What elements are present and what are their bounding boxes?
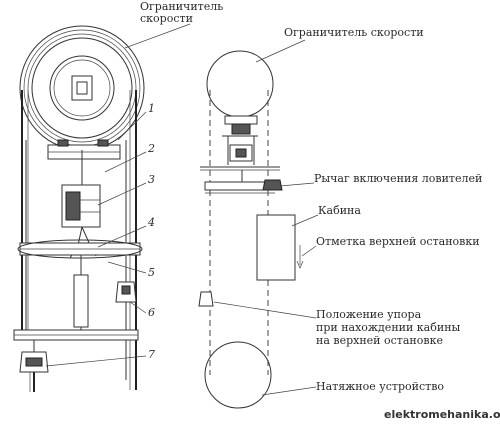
governor-pulley — [206, 50, 274, 118]
stop-position-label: Положение упора при нахождении кабины на… — [316, 308, 461, 347]
callout-number-5: 5 — [148, 266, 155, 279]
governor-sheave — [19, 25, 145, 151]
cabin-outline — [256, 214, 296, 281]
lever-label: Рычаг включения ловителей — [314, 172, 482, 185]
stop-position-label-line2: при нахождении кабины — [316, 321, 461, 334]
rope-rod — [73, 255, 89, 340]
left-assembly-drawing: Ограничитель скорости 1 2 3 4 5 6 7 — [13, 0, 223, 392]
cabin-label: Кабина — [318, 204, 361, 217]
callout-number-3: 3 — [148, 173, 155, 186]
governor-bracket — [200, 115, 280, 171]
safety-lever-assembly — [204, 170, 283, 194]
base-plate — [13, 329, 139, 341]
stop-weight — [115, 281, 137, 303]
governor-label: Ограничитель скорости — [284, 26, 424, 39]
callout-number-7: 7 — [148, 348, 155, 361]
callout-number-6: 6 — [148, 306, 155, 319]
stop-position-label-line3: на верхней остановке — [316, 334, 443, 347]
stop-block — [198, 291, 214, 307]
watermark: elektromehanika.org — [384, 408, 500, 421]
governor-title-line2: скорости — [140, 12, 193, 25]
callout-number-4: 4 — [147, 216, 155, 229]
governor-title-line1: Ограничитель — [140, 0, 223, 13]
stop-position-label-line1: Положение упора — [316, 308, 422, 321]
tension-pulley — [204, 341, 272, 409]
right-schematic-drawing: Ограничитель скорости Рычаг включения ло… — [198, 26, 482, 409]
callout-number-2: 2 — [147, 142, 155, 155]
callout-number-1: 1 — [148, 102, 155, 115]
tension-weight — [19, 340, 49, 392]
cabin-crossbeam — [17, 239, 143, 259]
tension-device-label: Натяжное устройство — [316, 380, 444, 393]
upper-bracket — [47, 139, 121, 185]
top-stop-mark-label: Отметка верхней остановки — [316, 235, 480, 248]
